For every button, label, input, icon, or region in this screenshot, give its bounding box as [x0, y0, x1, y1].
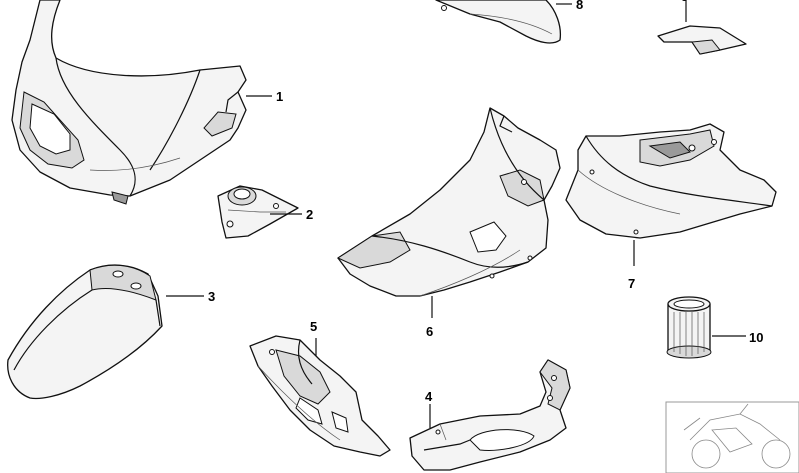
side-lower-panel-icon[interactable]	[249, 335, 391, 457]
left-side-panel-icon[interactable]	[336, 107, 561, 297]
callout-8: 8	[576, 0, 583, 12]
motorcycle-thumbnail-icon	[665, 401, 799, 473]
callout-1: 1	[276, 89, 283, 104]
callout-5: 5	[310, 319, 317, 334]
seat-cowl-icon[interactable]	[7, 264, 163, 400]
callout-7: 7	[628, 276, 635, 291]
callout-2: 2	[306, 207, 313, 222]
lower-belly-pan-icon[interactable]	[409, 359, 571, 471]
callout-6: 6	[426, 324, 433, 339]
grommet-sleeve-icon[interactable]	[666, 296, 712, 359]
callout-4: 4	[425, 389, 433, 404]
ignition-cover-icon[interactable]	[217, 185, 299, 239]
callout-3: 3	[208, 289, 215, 304]
inner-trim-panel-icon[interactable]	[565, 123, 777, 239]
callout-10: 10	[749, 330, 763, 345]
front-fairing-icon[interactable]	[11, 0, 247, 205]
callout-9: 9	[681, 0, 688, 4]
small-bracket-cover-icon[interactable]	[657, 25, 747, 55]
upper-cover-icon[interactable]	[435, 0, 562, 44]
